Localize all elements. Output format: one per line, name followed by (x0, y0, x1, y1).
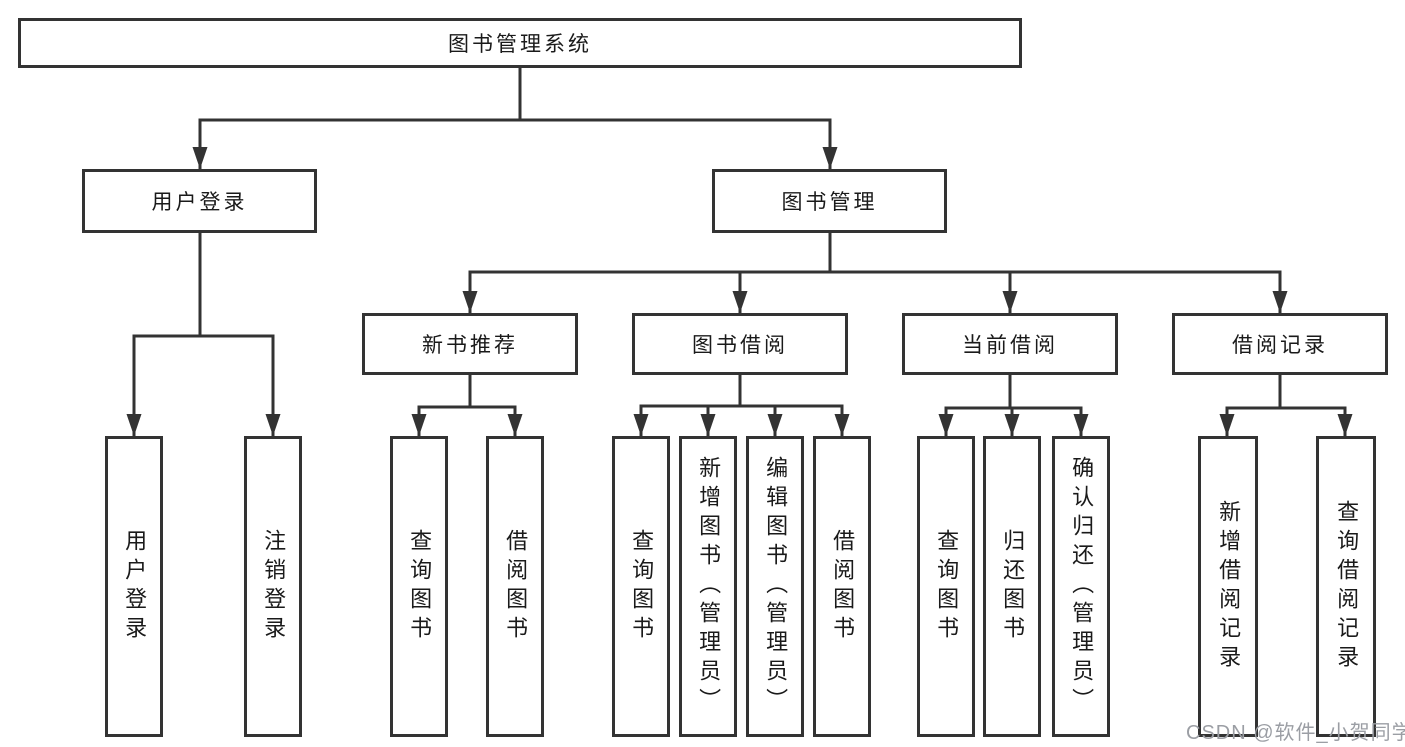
node-label: 用户登录 (122, 528, 148, 645)
connector-borrow-records-children (1219, 375, 1353, 436)
node-label: 新增借阅记录 (1216, 499, 1242, 674)
leaf-borrow-books-recommend: 借阅图书 (486, 436, 544, 737)
node-label: 图书管理系统 (448, 33, 592, 56)
node-label: 确认归还（管理员） (1069, 456, 1095, 717)
node-label: 新书推荐 (422, 334, 518, 357)
node-label: 图书管理 (781, 191, 878, 214)
node-book-borrowing: 图书借阅 (632, 313, 848, 375)
leaf-edit-books-admin: 编辑图书（管理员） (746, 436, 804, 737)
node-library-management-system: 图书管理系统 (18, 18, 1022, 68)
node-borrowing-records: 借阅记录 (1172, 313, 1388, 375)
leaf-user-login: 用户登录 (105, 436, 163, 737)
node-user-login: 用户登录 (82, 169, 317, 233)
leaf-return-books: 归还图书 (983, 436, 1041, 737)
leaf-add-books-admin: 新增图书（管理员） (679, 436, 737, 737)
leaf-query-books-borrow: 查询图书 (612, 436, 670, 737)
leaf-query-borrow-record: 查询借阅记录 (1316, 436, 1376, 737)
leaf-add-borrow-record: 新增借阅记录 (1198, 436, 1258, 737)
node-label: 归还图书 (1000, 528, 1026, 645)
leaf-query-books-recommend: 查询图书 (390, 436, 448, 737)
leaf-borrow-books: 借阅图书 (813, 436, 871, 737)
connector-new-book-children (411, 375, 523, 436)
node-label: 查询图书 (934, 528, 960, 645)
leaf-logout: 注销登录 (244, 436, 302, 737)
node-label: 用户登录 (151, 191, 248, 214)
connector-book-borrow-children (633, 375, 850, 436)
node-current-borrowing: 当前借阅 (902, 313, 1118, 375)
connector-book-management-children (462, 233, 1288, 313)
leaf-query-books-current: 查询图书 (917, 436, 975, 737)
connector-root-to-level2 (192, 68, 838, 169)
node-label: 图书借阅 (692, 334, 788, 357)
node-book-management: 图书管理 (712, 169, 947, 233)
connector-current-borrow-children (938, 375, 1089, 436)
node-label: 查询借阅记录 (1334, 499, 1360, 674)
node-label: 新增图书（管理员） (696, 456, 722, 717)
node-label: 借阅记录 (1232, 334, 1328, 357)
node-label: 查询图书 (407, 528, 433, 645)
node-label: 查询图书 (629, 528, 655, 645)
node-label: 借阅图书 (503, 528, 529, 645)
leaf-confirm-return-admin: 确认归还（管理员） (1052, 436, 1110, 737)
node-new-book-recommendation: 新书推荐 (362, 313, 578, 375)
node-label: 借阅图书 (830, 528, 856, 645)
connector-user-login-children (126, 233, 281, 436)
node-label: 编辑图书（管理员） (763, 456, 789, 717)
node-label: 当前借阅 (962, 334, 1058, 357)
node-label: 注销登录 (261, 528, 287, 645)
watermark: CSDN @软件_小贺同学 (1186, 722, 1405, 744)
